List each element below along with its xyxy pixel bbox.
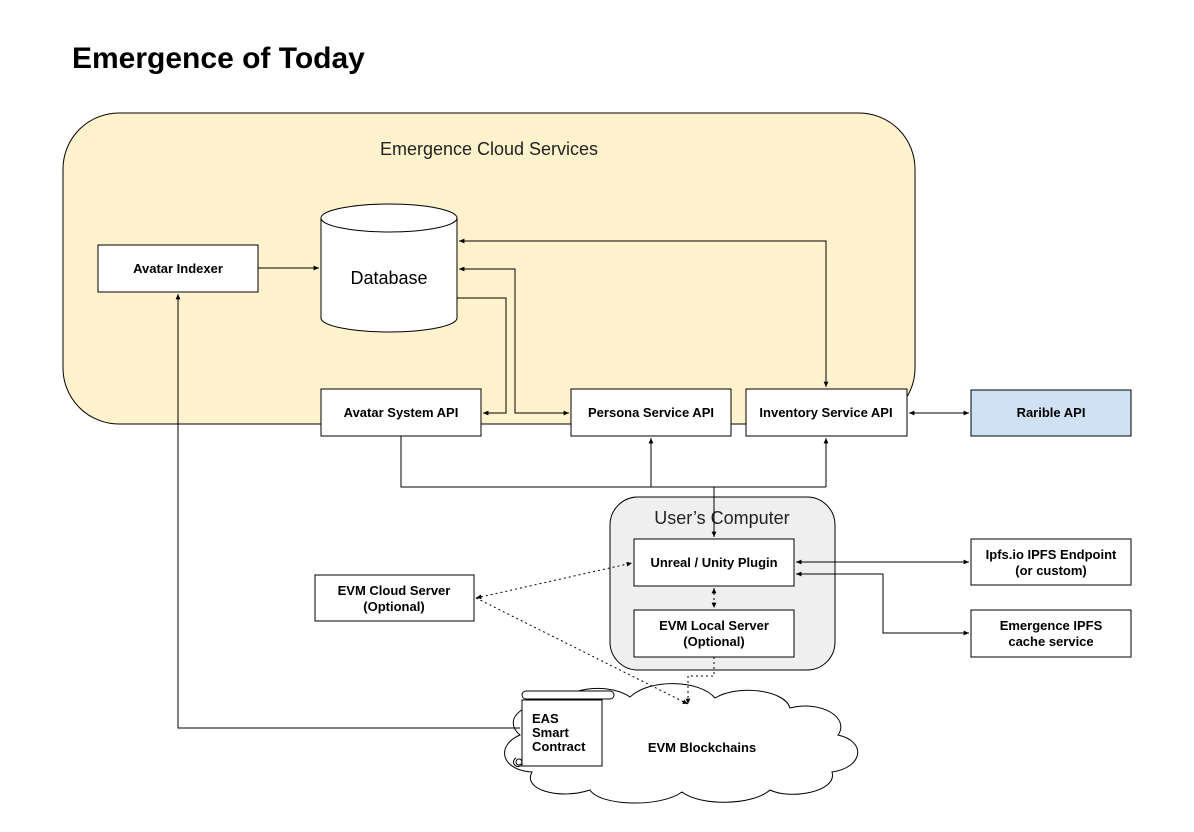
ipfs-cache-label-line2: cache service [1008,634,1093,649]
ipfs-endpoint-node: Ipfs.io IPFS Endpoint (or custom) [970,538,1132,586]
eas-contract-label-line3: Contract [532,739,586,754]
plugin-label: Unreal / Unity Plugin [650,555,777,570]
eas-contract-node: EAS Smart Contract [513,690,615,767]
ipfs-endpoint-label-line1: Ipfs.io IPFS Endpoint [986,547,1117,562]
ipfs-endpoint-label-line2: (or custom) [1015,563,1087,578]
edge-plugin-ipfs-cache [796,571,969,636]
avatar-system-api-node: Avatar System API [320,388,482,437]
page-title: Emergence of Today [72,42,365,75]
edge-eas-to-indexer [175,294,520,729]
plugin-node: Unreal / Unity Plugin [633,538,795,587]
eas-contract-label-line1: EAS [532,711,559,726]
database-label: Database [350,268,427,288]
eas-contract-label-line2: Smart [532,725,570,740]
evm-local-server-label-line2: (Optional) [683,634,744,649]
rarible-api-node: Rarible API [970,389,1132,437]
ipfs-cache-node: Emergence IPFS cache service [970,609,1132,658]
avatar-indexer-label: Avatar Indexer [133,261,223,276]
edge-local-server-blockchain [685,657,715,704]
database-node: Database [320,203,458,333]
edge-inventory-database [459,238,829,387]
inventory-service-api-label: Inventory Service API [759,405,892,420]
users-computer-label: User’s Computer [654,508,789,528]
evm-local-server-node: EVM Local Server (Optional) [633,609,795,658]
persona-service-api-node: Persona Service API [570,388,732,437]
evm-local-server-label-line1: EVM Local Server [659,618,769,633]
evm-cloud-server-label-line1: EVM Cloud Server [338,583,451,598]
edge-cloud-server-plugin [475,561,633,600]
inventory-service-api-node: Inventory Service API [745,388,908,437]
persona-service-api-label: Persona Service API [588,405,714,420]
evm-cloud-server-label-line2: (Optional) [363,599,424,614]
avatar-indexer-node: Avatar Indexer [97,244,259,293]
rarible-api-label: Rarible API [1017,405,1086,420]
edge-avatar-api-bus [400,436,826,488]
avatar-system-api-label: Avatar System API [344,405,459,420]
ipfs-cache-label-line1: Emergence IPFS [1000,618,1103,633]
evm-cloud-server-node: EVM Cloud Server (Optional) [314,574,475,622]
cloud-services-label: Emergence Cloud Services [380,139,598,159]
evm-blockchains-label: EVM Blockchains [648,740,756,755]
